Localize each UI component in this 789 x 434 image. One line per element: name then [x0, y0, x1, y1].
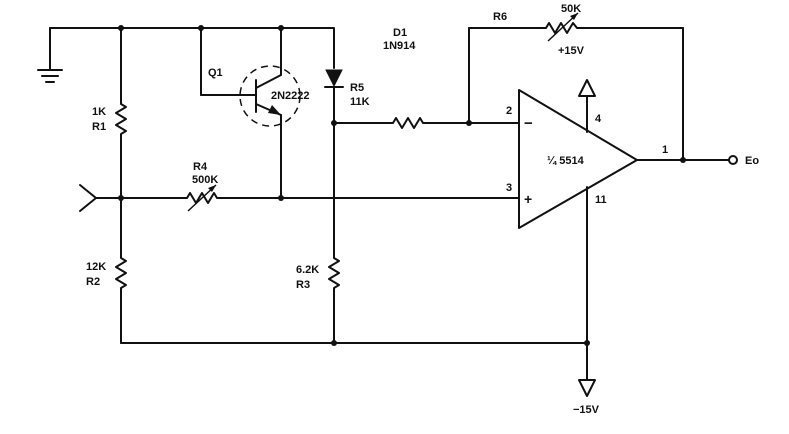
- variable-resistor-r6: [541, 12, 583, 42]
- r5-value-label: 11K: [350, 96, 370, 108]
- q1-ref-label: Q1: [208, 67, 223, 79]
- transistor-q1: [239, 65, 301, 127]
- wires: [49, 27, 730, 381]
- resistor-r5: [388, 117, 428, 129]
- r6-ref-label: R6: [493, 11, 507, 23]
- pin-noninverting-label: 3: [506, 182, 512, 194]
- op-amp: [518, 89, 638, 229]
- output-label: Eo: [745, 155, 759, 167]
- opamp-part-label: ¼ 5514: [547, 155, 585, 167]
- r3-ref-label: R3: [296, 279, 310, 291]
- resistor-r3: [328, 253, 340, 293]
- positive-supply-symbol: [578, 79, 596, 97]
- r6-supply-label: +15V: [558, 45, 585, 57]
- resistor-r2: [115, 253, 127, 293]
- resistor-r1: [115, 99, 127, 139]
- opamp-plus-sign: +: [524, 191, 532, 207]
- negative-supply-label: −15V: [573, 404, 600, 416]
- r3-value-label: 6.2K: [296, 264, 319, 276]
- q1-part-label: 2N2222: [271, 90, 310, 102]
- variable-resistor-r4: [182, 184, 222, 212]
- pin-vminus-label: 11: [595, 194, 607, 206]
- r1-ref-label: R1: [92, 121, 106, 133]
- opamp-minus-sign: −: [524, 115, 533, 132]
- r2-ref-label: R2: [86, 276, 100, 288]
- d1-ref-label: D1: [393, 27, 407, 39]
- junction-dots: [118, 25, 686, 346]
- ground-symbol: [37, 69, 63, 83]
- input-terminal: [79, 184, 97, 212]
- pin-output-label: 1: [662, 144, 668, 156]
- r4-value-label: 500K: [192, 174, 218, 186]
- r2-value-label: 12K: [86, 261, 106, 273]
- pin-inverting-label: 2: [506, 105, 512, 117]
- pin-vplus-label: 4: [595, 113, 602, 125]
- diode-d1: [324, 69, 344, 88]
- r4-ref-label: R4: [193, 161, 208, 173]
- r6-value-label: 50K: [561, 3, 581, 15]
- d1-part-label: 1N914: [383, 40, 416, 52]
- r1-value-label: 1K: [92, 106, 106, 118]
- negative-supply-symbol: [578, 379, 596, 397]
- r5-ref-label: R5: [350, 82, 364, 94]
- output-terminal: [728, 155, 738, 165]
